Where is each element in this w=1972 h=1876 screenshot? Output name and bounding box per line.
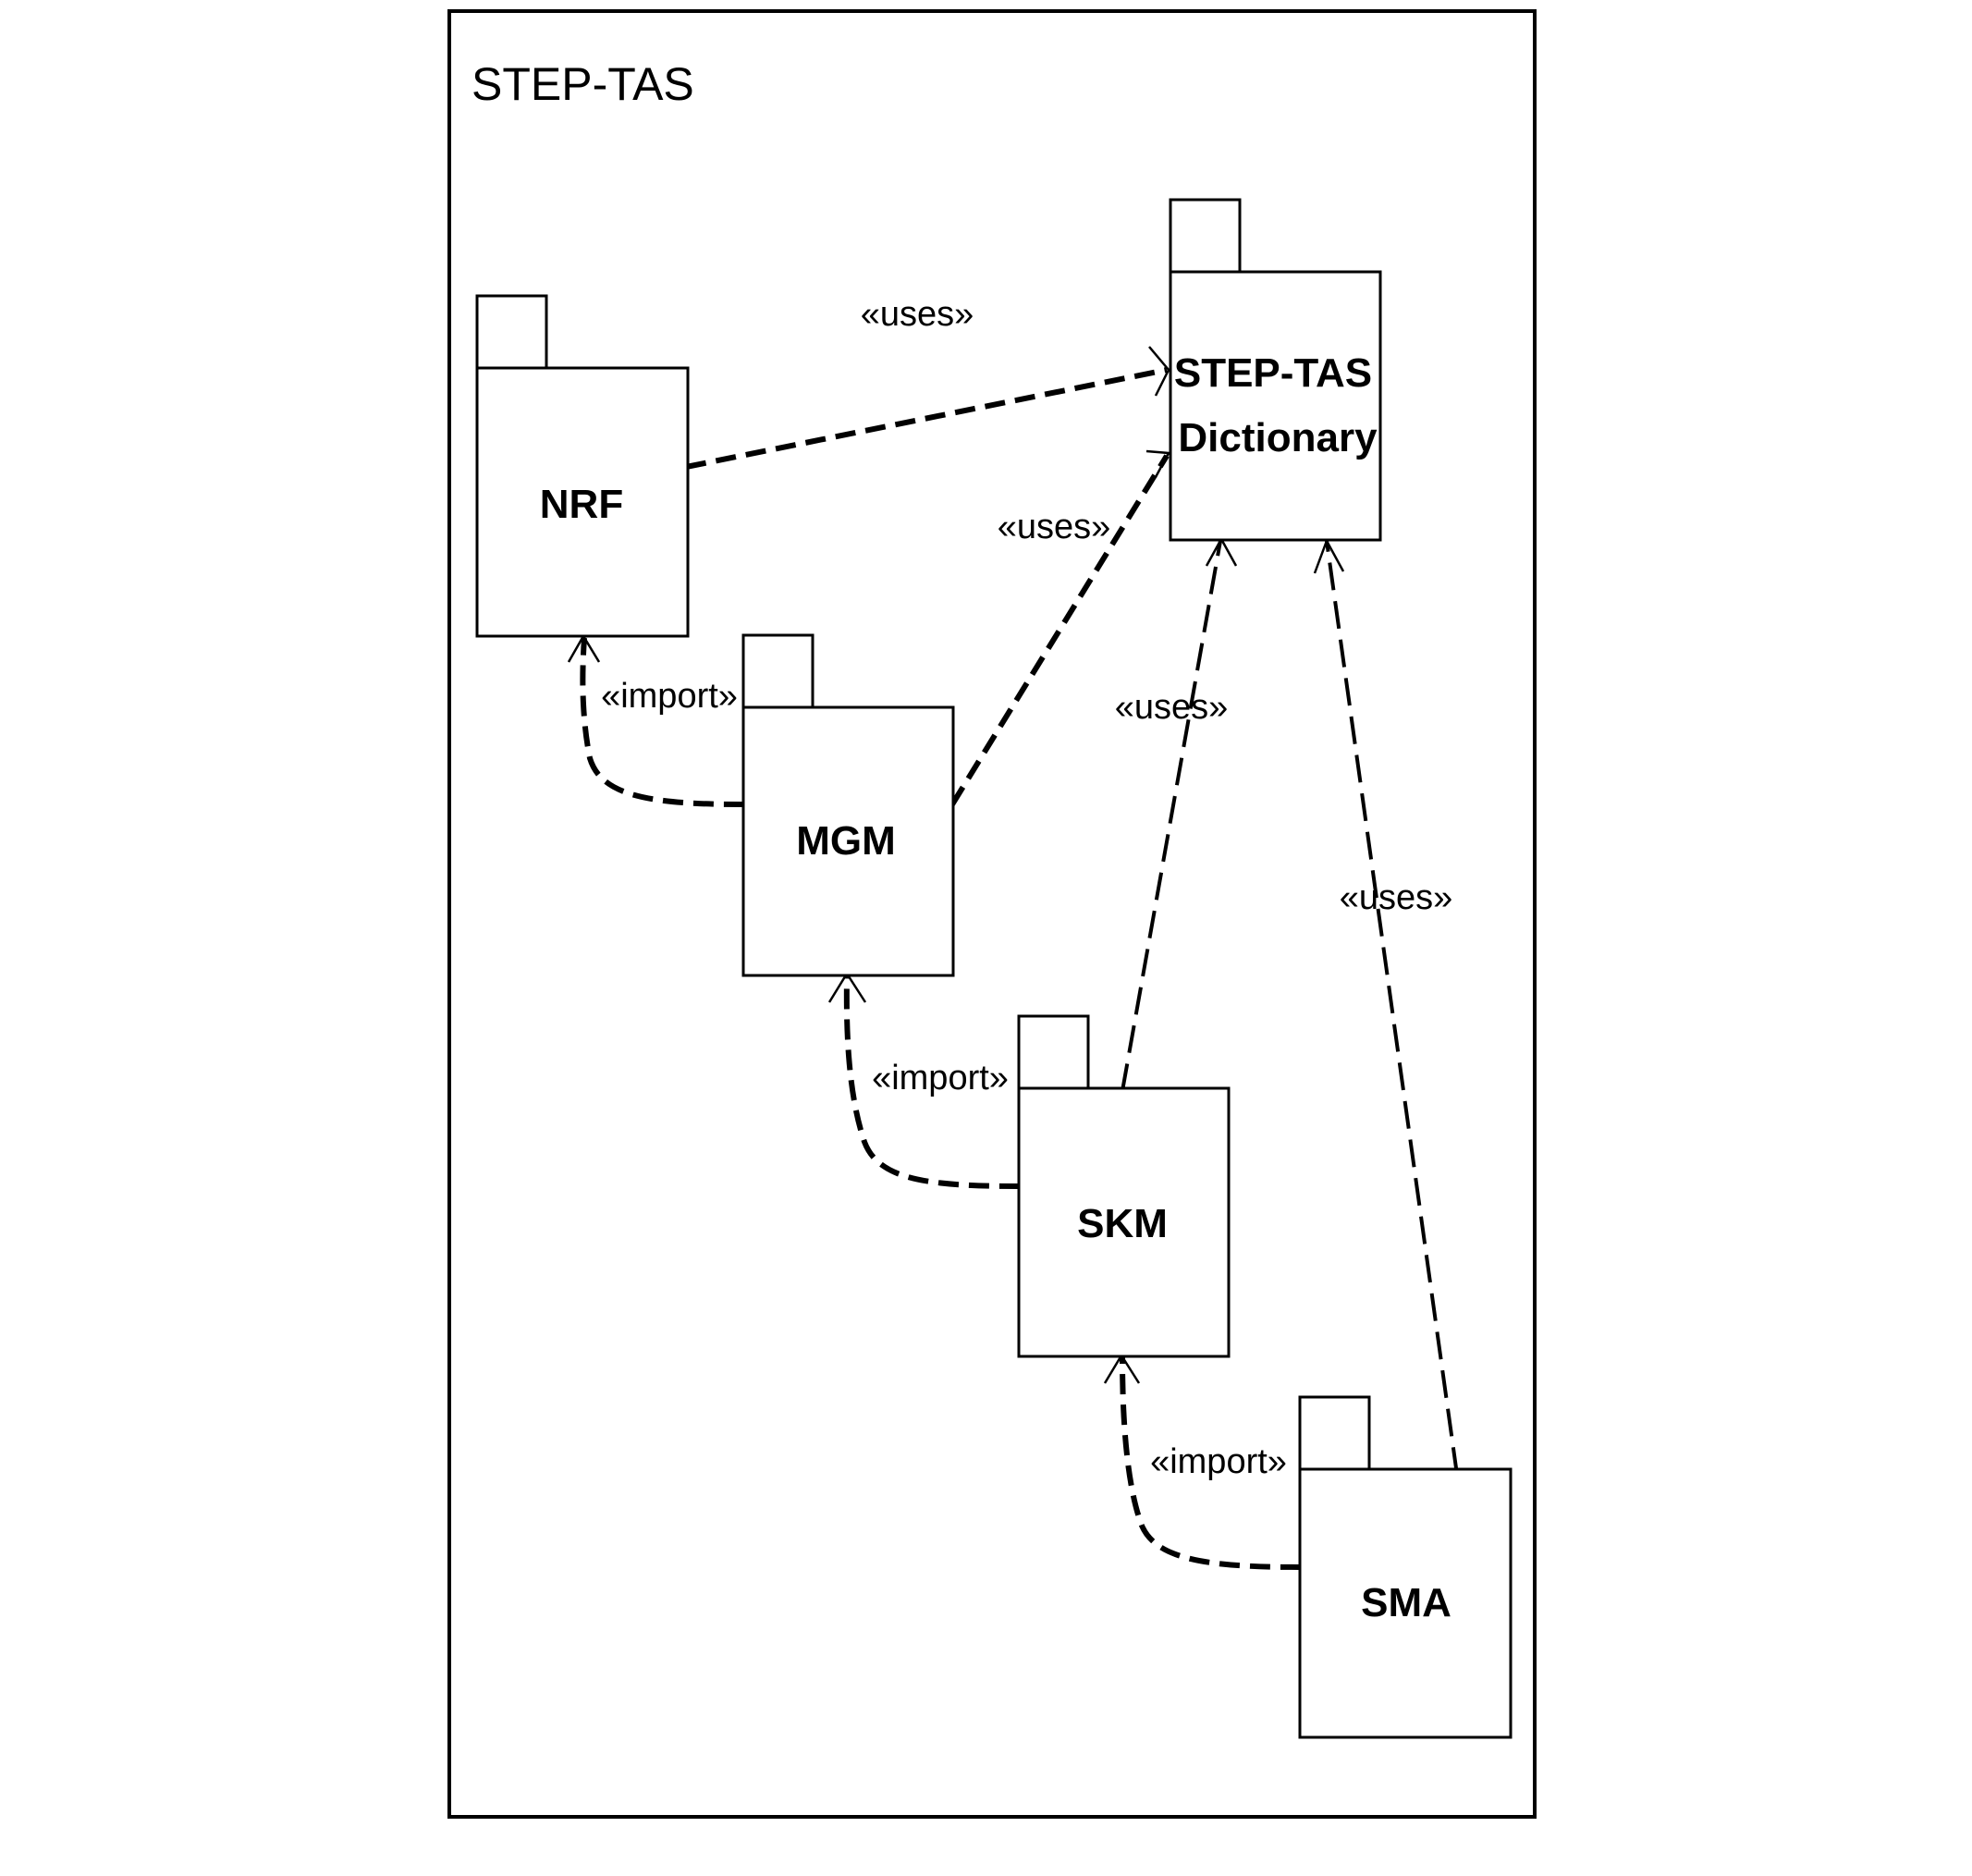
package-body <box>475 366 690 638</box>
package-body <box>1169 270 1382 542</box>
package-tab <box>1298 1395 1371 1471</box>
dep-sma-import-skm <box>1120 1356 1302 1570</box>
dep-mgm-import-nrf <box>580 637 745 807</box>
stereotype-label-sma-import: «import» <box>1150 1442 1287 1481</box>
package-label: SKM <box>1077 1201 1168 1246</box>
package-nrf[interactable]: NRF <box>475 294 690 638</box>
dep-nrf-uses-dictionary <box>685 367 1168 470</box>
stereotype-label-mgm-uses: «uses» <box>998 508 1111 546</box>
package-mgm[interactable]: MGM <box>741 633 955 977</box>
package-label: MGM <box>796 818 896 864</box>
package-body <box>741 705 955 977</box>
package-label: NRF <box>540 482 623 527</box>
stereotype-label-skm-import: «import» <box>872 1059 1009 1097</box>
stereotype-label-nrf-uses: «uses» <box>861 295 974 334</box>
package-tab <box>475 294 548 370</box>
package-label-line1: STEP-TAS <box>1174 350 1372 396</box>
package-tab <box>741 633 815 709</box>
package-sma[interactable]: SMA <box>1298 1395 1513 1739</box>
package-label-line2: Dictionary <box>1178 415 1378 460</box>
stereotype-label-mgm-import: «import» <box>601 677 738 716</box>
dep-skm-uses-dictionary <box>1121 540 1222 1092</box>
package-body <box>1017 1086 1231 1358</box>
frame-title: STEP-TAS <box>472 58 694 110</box>
dep-mgm-uses-dictionary <box>949 454 1170 806</box>
package-label: SMA <box>1361 1580 1451 1625</box>
package-step-tas-dictionary[interactable]: STEP-TAS Dictionary <box>1169 198 1382 542</box>
stereotype-label-sma-uses: «uses» <box>1340 878 1453 917</box>
arrowhead-nrf-uses <box>1148 346 1170 397</box>
dep-sma-uses-dictionary <box>1325 540 1459 1476</box>
stereotype-label-skm-uses: «uses» <box>1115 688 1229 727</box>
package-tab <box>1017 1014 1090 1090</box>
dep-skm-import-mgm <box>843 975 1021 1189</box>
package-body <box>1298 1467 1513 1739</box>
package-skm[interactable]: SKM <box>1017 1014 1231 1358</box>
arrowhead-mgm-uses <box>1145 449 1171 478</box>
package-tab <box>1169 198 1242 274</box>
